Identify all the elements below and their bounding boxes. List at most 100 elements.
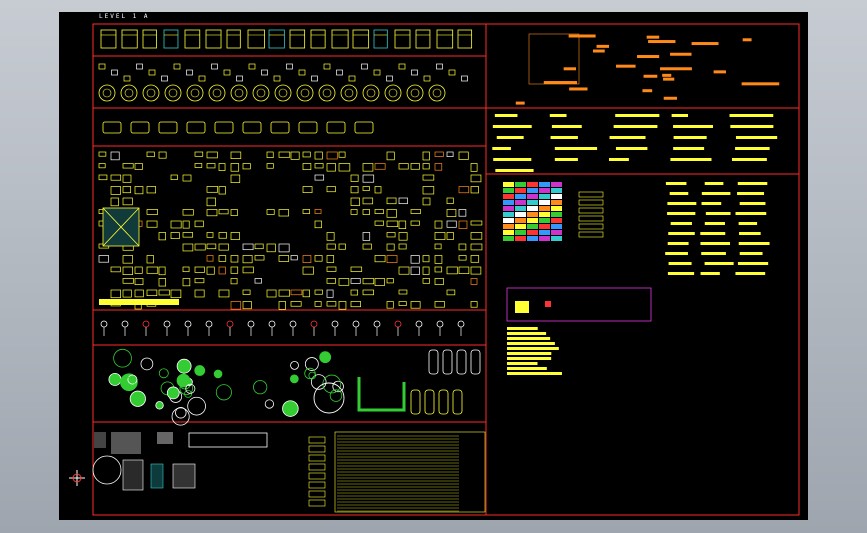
person-symbol bbox=[205, 320, 213, 328]
block-symbol bbox=[218, 163, 226, 171]
sofa-symbol bbox=[354, 121, 374, 134]
block-symbol bbox=[206, 209, 218, 217]
chair-symbol bbox=[436, 63, 443, 70]
block-symbol bbox=[362, 209, 370, 215]
block-symbol bbox=[398, 163, 409, 170]
cad-model-viewport[interactable]: LEVEL 1 A bbox=[59, 12, 808, 520]
block-symbol bbox=[350, 278, 361, 284]
color-swatch bbox=[539, 218, 550, 223]
block-symbol bbox=[422, 151, 430, 161]
block-symbol bbox=[446, 232, 454, 240]
car-symbol bbox=[470, 349, 481, 375]
block-symbol bbox=[326, 289, 334, 298]
block-symbol bbox=[182, 278, 191, 287]
round-table-symbol bbox=[322, 88, 332, 98]
color-swatch bbox=[551, 212, 562, 217]
legend-text bbox=[507, 332, 547, 335]
round-table-symbol bbox=[190, 88, 200, 98]
block-symbol bbox=[470, 278, 478, 285]
highlight-box bbox=[506, 287, 652, 322]
round-table-symbol bbox=[362, 84, 380, 102]
color-swatch bbox=[527, 182, 538, 187]
legend-text bbox=[549, 114, 567, 117]
cad-drawing-canvas[interactable] bbox=[59, 12, 808, 520]
block-symbol bbox=[434, 163, 443, 171]
sofa-symbol bbox=[158, 121, 178, 134]
block-symbol bbox=[338, 301, 347, 310]
car-symbol bbox=[438, 389, 449, 415]
block-symbol bbox=[134, 186, 144, 195]
block-symbol bbox=[110, 151, 120, 161]
chair-symbol bbox=[361, 63, 368, 70]
block-symbol bbox=[158, 232, 166, 241]
color-swatch bbox=[539, 182, 550, 187]
block-symbol bbox=[422, 197, 431, 206]
block-symbol bbox=[386, 243, 395, 251]
block-symbol bbox=[362, 174, 375, 183]
furniture-elevation bbox=[436, 29, 454, 49]
color-swatch bbox=[539, 212, 550, 217]
block-symbol bbox=[182, 174, 192, 182]
block-symbol bbox=[182, 220, 190, 229]
legend-text bbox=[663, 77, 675, 81]
color-swatch bbox=[527, 206, 538, 211]
block-symbol bbox=[302, 255, 312, 263]
tree-symbol bbox=[290, 360, 299, 370]
color-swatch bbox=[539, 230, 550, 235]
legend-text bbox=[742, 38, 752, 42]
block-symbol bbox=[470, 186, 479, 194]
color-swatch bbox=[503, 182, 514, 187]
round-table-symbol bbox=[164, 84, 182, 102]
block-symbol bbox=[350, 197, 360, 206]
legend-text bbox=[667, 272, 695, 275]
chair-symbol bbox=[186, 69, 193, 76]
tree-symbol bbox=[264, 399, 275, 409]
block-symbol bbox=[230, 174, 241, 183]
block-symbol bbox=[98, 174, 108, 181]
legend-text bbox=[735, 212, 767, 215]
legend-text bbox=[701, 202, 722, 205]
round-table-symbol bbox=[168, 88, 178, 98]
color-swatch bbox=[527, 230, 538, 235]
chair-symbol bbox=[123, 75, 131, 82]
block-symbol bbox=[422, 186, 435, 195]
block-symbol bbox=[266, 289, 277, 298]
color-swatch bbox=[527, 218, 538, 223]
chair-symbol bbox=[236, 75, 243, 82]
chair-symbol bbox=[273, 75, 281, 82]
legend-text bbox=[507, 357, 552, 360]
block-symbol bbox=[230, 278, 238, 285]
legend-text bbox=[735, 147, 770, 150]
block-symbol bbox=[326, 255, 335, 263]
tree-symbol bbox=[187, 396, 206, 416]
color-swatch bbox=[515, 230, 526, 235]
tree-symbol bbox=[185, 383, 196, 394]
legend-text bbox=[515, 101, 525, 105]
block-symbol bbox=[410, 220, 420, 226]
block-symbol bbox=[182, 243, 194, 252]
person-symbol bbox=[457, 320, 465, 328]
legend-row bbox=[578, 199, 604, 206]
chair-symbol bbox=[161, 75, 168, 82]
color-swatch bbox=[527, 188, 538, 193]
block-symbol bbox=[98, 151, 107, 157]
legend-text bbox=[507, 352, 552, 355]
legend-text bbox=[492, 147, 511, 150]
color-swatch bbox=[539, 224, 550, 229]
furniture-elevation bbox=[394, 29, 411, 49]
block-symbol bbox=[194, 220, 204, 228]
block-symbol bbox=[158, 151, 167, 159]
tag-symbol bbox=[308, 436, 326, 444]
block-symbol bbox=[434, 243, 442, 250]
block-symbol bbox=[458, 186, 470, 194]
block-symbol bbox=[194, 289, 205, 298]
block-symbol bbox=[458, 243, 467, 251]
color-swatch bbox=[539, 236, 550, 241]
block-symbol bbox=[146, 266, 159, 274]
legend-text bbox=[670, 158, 712, 161]
block-symbol bbox=[326, 232, 335, 241]
hatch-sample bbox=[157, 432, 173, 444]
block-symbol bbox=[434, 151, 444, 157]
person-symbol bbox=[184, 320, 192, 328]
round-table-symbol bbox=[186, 84, 204, 102]
